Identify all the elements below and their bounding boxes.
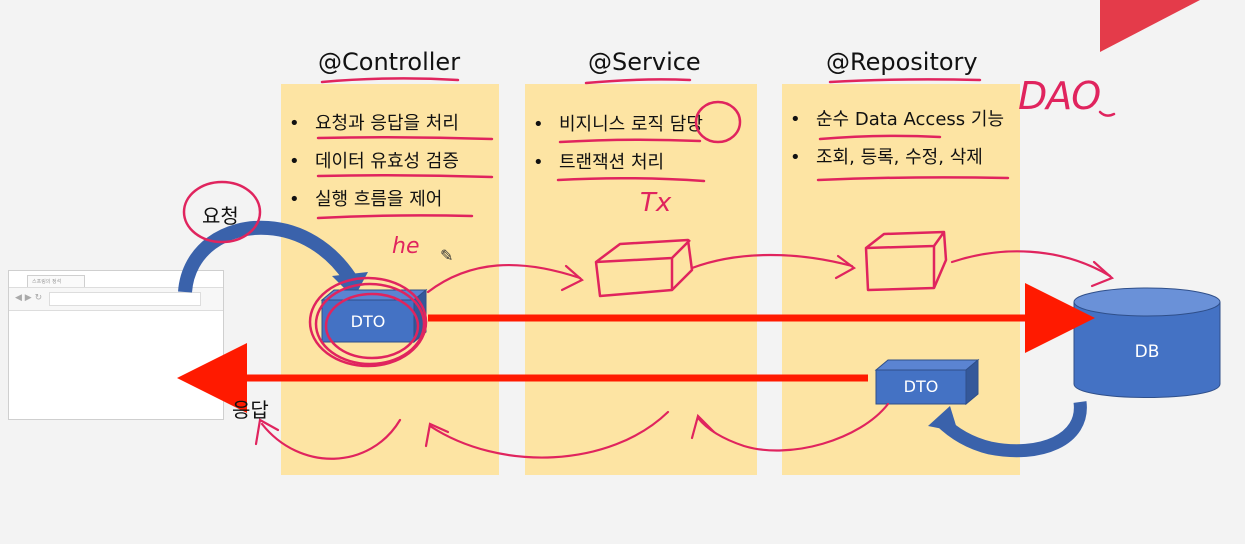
tx-annotation: Tx: [640, 188, 672, 218]
service-title: @Service: [588, 48, 701, 76]
dao-annotation: DAO: [1018, 74, 1101, 118]
controller-bullet: 실행 흐름을 제어: [283, 181, 459, 219]
dto-label-repository: DTO: [903, 377, 939, 396]
pen-underlines: [182, 77, 1116, 368]
db-return-arrow: [935, 401, 1087, 458]
repository-bullets: 순수 Data Access 기능 조회, 등록, 수정, 삭제: [784, 101, 1004, 177]
he-annotation: he: [392, 234, 420, 259]
controller-bullet: 요청과 응답을 처리: [283, 105, 459, 143]
response-label: 응답: [232, 398, 269, 422]
db-cylinder: [1073, 287, 1221, 398]
dto-label-controller: DTO: [350, 312, 386, 331]
service-bullets: 비지니스 로직 담당 트랜잭션 처리: [527, 106, 703, 182]
pen-flow-arrows: [254, 250, 1115, 460]
request-arrow: [178, 220, 356, 293]
controller-bullet: 데이터 유효성 검증: [283, 143, 459, 181]
pen-cursor-icon: ✎: [440, 246, 454, 265]
service-bullet: 비지니스 로직 담당: [527, 106, 703, 144]
browser-nav-icons: ◀ ▶ ↻: [15, 293, 43, 303]
db-return-arrow-head: [928, 406, 958, 432]
controller-title: @Controller: [318, 48, 461, 76]
repository-bullet: 순수 Data Access 기능: [784, 101, 1004, 139]
corner-accent-shape: [1100, 0, 1200, 52]
db-label: DB: [1134, 342, 1160, 362]
repository-bullet: 조회, 등록, 수정, 삭제: [784, 139, 1004, 177]
browser-tab: 스프링의 정석: [27, 275, 85, 287]
browser-url-bar: [49, 292, 201, 306]
controller-bullets: 요청과 응답을 처리 데이터 유효성 검증 실행 흐름을 제어: [283, 105, 459, 219]
dto-box-repository: [874, 358, 980, 406]
pen-boxes: [594, 230, 948, 298]
request-label: 요청: [202, 204, 239, 228]
repository-title: @Repository: [826, 48, 978, 76]
service-bullet: 트랜잭션 처리: [527, 144, 703, 182]
